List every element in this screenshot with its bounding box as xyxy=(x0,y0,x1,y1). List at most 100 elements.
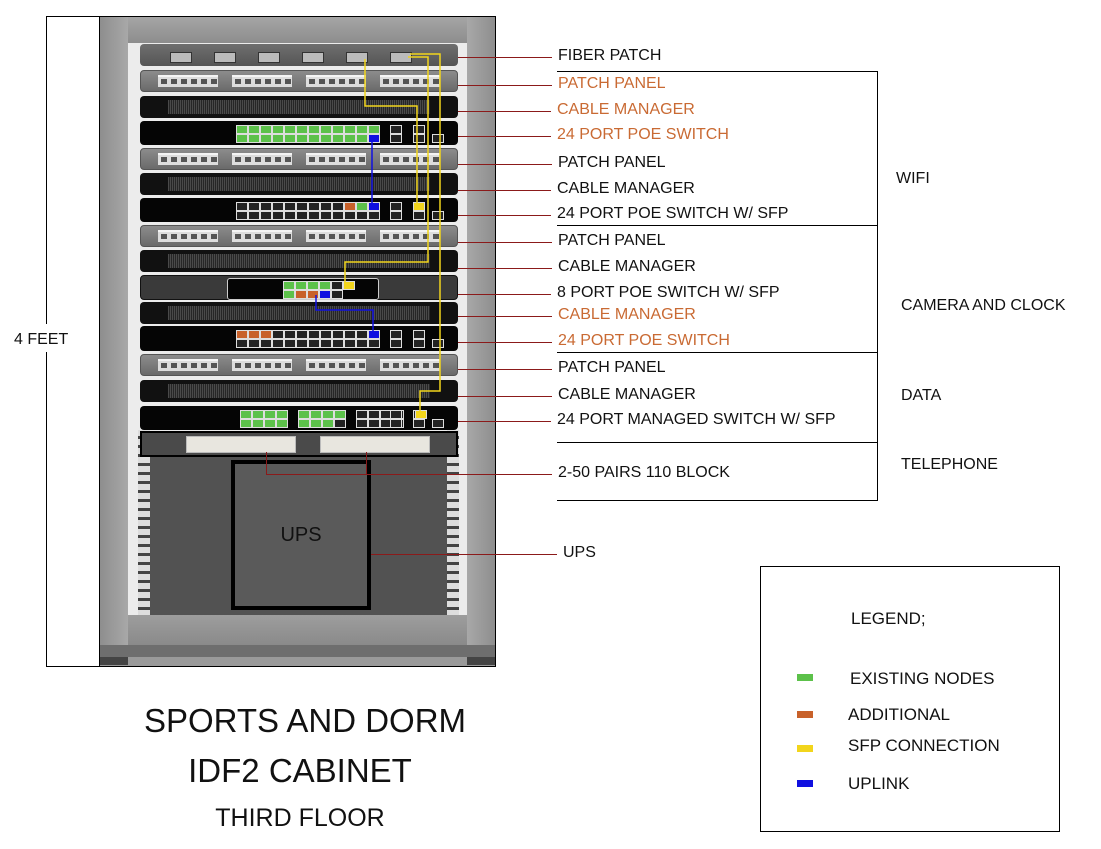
patch-panel-port-block xyxy=(306,230,366,242)
patch-panel-port xyxy=(171,363,177,368)
patch-panel-port xyxy=(255,363,261,368)
ups-unit-label: UPS xyxy=(280,523,322,546)
port xyxy=(356,134,368,143)
patch-panel-port xyxy=(265,234,271,239)
patch-panel-port xyxy=(309,79,315,84)
port xyxy=(272,134,284,143)
port xyxy=(331,281,343,290)
port xyxy=(248,339,260,348)
patch-panel-port-block xyxy=(306,75,366,87)
patch-panel-port xyxy=(329,79,335,84)
port xyxy=(272,339,284,348)
patch-panel-port xyxy=(309,157,315,162)
component-label: FIBER PATCH xyxy=(558,47,662,64)
cabinet-post-left xyxy=(100,17,128,657)
port xyxy=(260,211,272,220)
port xyxy=(413,211,425,220)
port xyxy=(284,339,296,348)
port xyxy=(308,134,320,143)
cable-manager-unit-1 xyxy=(140,96,458,118)
patch-panel-port xyxy=(191,157,197,162)
component-label: 2-50 PAIRS 110 BLOCK xyxy=(558,464,730,481)
patch-panel-port xyxy=(235,234,241,239)
port xyxy=(368,125,380,134)
uplink-cable-2 xyxy=(315,295,374,335)
patch-panel-port xyxy=(201,157,207,162)
port xyxy=(334,419,346,428)
port xyxy=(322,419,334,428)
port xyxy=(260,330,272,339)
patch-panel-port xyxy=(319,157,325,162)
patch-panel-port xyxy=(245,157,251,162)
sfp-cable-3 xyxy=(410,53,441,411)
patch-panel-port xyxy=(423,363,429,368)
port xyxy=(390,134,402,143)
patch-panel-port xyxy=(413,234,419,239)
port xyxy=(296,339,308,348)
patch-panel-port xyxy=(181,363,187,368)
cabinet-foot-left xyxy=(100,657,128,665)
port xyxy=(284,330,296,339)
rail-right xyxy=(447,430,459,615)
legend: LEGEND; EXISTING NODES ADDITIONAL SFP CO… xyxy=(760,566,1060,832)
patch-panel-port xyxy=(181,157,187,162)
port xyxy=(368,330,380,339)
patch-panel-port xyxy=(285,363,291,368)
patch-panel-port xyxy=(255,234,261,239)
sfp-port xyxy=(343,281,355,290)
cabinet-post-right xyxy=(467,17,495,657)
fiber-adapter xyxy=(258,52,280,63)
port xyxy=(260,202,272,211)
leader-line xyxy=(366,452,367,474)
port xyxy=(344,211,356,220)
patch-panel-port xyxy=(403,157,409,162)
patch-panel-port xyxy=(359,79,365,84)
port xyxy=(356,211,368,220)
patch-panel-port xyxy=(211,157,217,162)
legend-swatch-additional xyxy=(797,711,813,718)
cabinet-bottom xyxy=(128,615,467,645)
patch-panel-port xyxy=(191,363,197,368)
patch-panel-port xyxy=(275,79,281,84)
patch-panel-port xyxy=(201,363,207,368)
patch-panel-port xyxy=(349,363,355,368)
patch-panel-port xyxy=(275,363,281,368)
title-line-2: IDF2 CABINET xyxy=(188,752,412,789)
patch-panel-port xyxy=(403,234,409,239)
patch-panel-port-block xyxy=(380,153,440,165)
port xyxy=(272,211,284,220)
patch-panel-port xyxy=(339,234,345,239)
patch-panel-port xyxy=(423,234,429,239)
patch-panel-port xyxy=(383,79,389,84)
port xyxy=(356,202,368,211)
patch-panel-port xyxy=(285,157,291,162)
group-label-telephone: TELEPHONE xyxy=(901,456,998,473)
port xyxy=(413,134,425,143)
fiber-adapter xyxy=(214,52,236,63)
patch-panel-port xyxy=(319,234,325,239)
port xyxy=(344,125,356,134)
fiber-adapter xyxy=(346,52,368,63)
port xyxy=(295,281,307,290)
patch-panel-port xyxy=(413,157,419,162)
port xyxy=(432,134,444,143)
legend-label-existing: EXISTING NODES xyxy=(850,669,995,688)
component-label: CABLE MANAGER xyxy=(557,101,695,118)
leader-line xyxy=(458,242,552,243)
port xyxy=(260,125,272,134)
legend-label-additional: ADDITIONAL xyxy=(848,705,951,724)
title-line-1: SPORTS AND DORM xyxy=(143,702,467,739)
port xyxy=(368,339,380,348)
patch-panel-port xyxy=(329,234,335,239)
leader-line xyxy=(458,421,551,422)
patch-panel-unit-4 xyxy=(140,354,458,376)
port xyxy=(368,419,380,428)
port xyxy=(344,134,356,143)
patch-panel-port-block xyxy=(232,359,292,371)
group-label-wifi: WIFI xyxy=(896,170,930,187)
port xyxy=(356,410,368,419)
legend-swatch-uplink xyxy=(797,780,813,787)
patch-panel-port xyxy=(265,157,271,162)
port xyxy=(320,330,332,339)
patch-panel-port xyxy=(171,234,177,239)
